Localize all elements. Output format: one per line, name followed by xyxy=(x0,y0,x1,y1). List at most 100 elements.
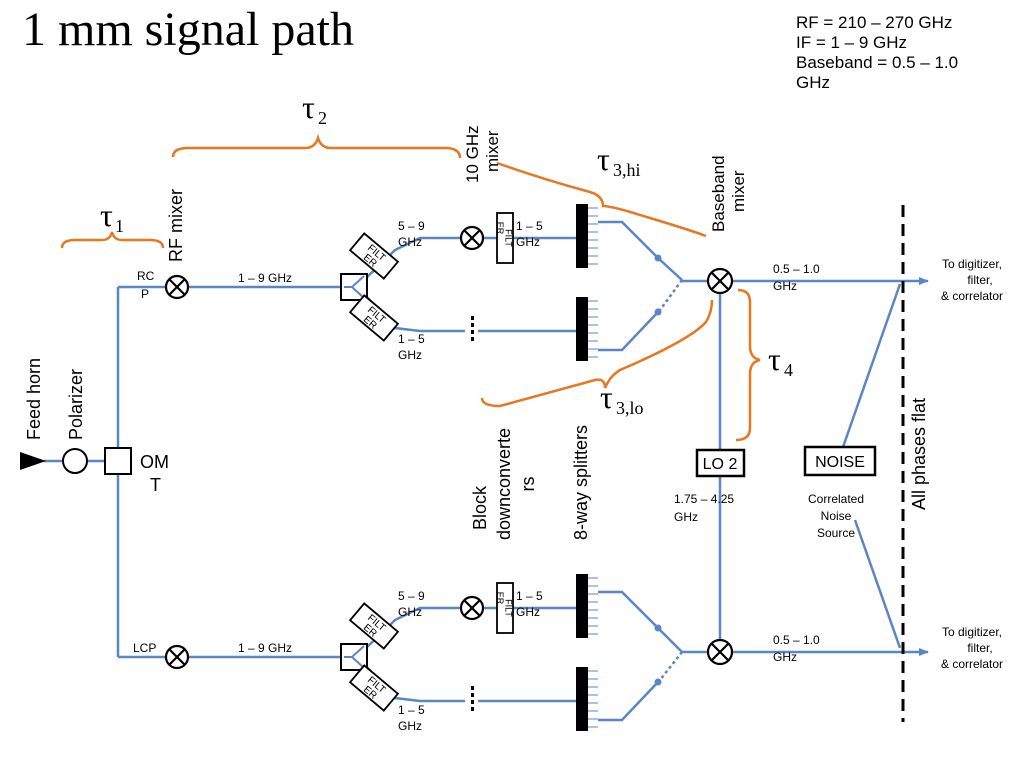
tau3lo-subscript: 3,lo xyxy=(616,398,644,418)
rcp-if-label: 1 – 9 GHz xyxy=(238,271,292,285)
polarizer-label: Polarizer xyxy=(66,369,86,440)
rf-mixer-rcp-icon xyxy=(164,274,190,300)
baseband-mixer-rcp-icon xyxy=(706,267,734,295)
feed-horn-label: Feed horn xyxy=(24,358,44,440)
lcp-if-label: 1 – 9 GHz xyxy=(238,641,292,655)
ellipsis-dots xyxy=(471,316,474,711)
lcp-switch-node-lower xyxy=(654,678,662,686)
rf-mixer-label: RF mixer xyxy=(166,189,186,262)
lcp-dest-label-3: & correlator xyxy=(941,657,1003,671)
filter-lcp-lo: FILT ER xyxy=(348,664,400,712)
ten-ghz-mixer-label: 10 GHz xyxy=(463,125,482,183)
lcp-bb-label: 0.5 – 1.0 xyxy=(773,633,820,647)
rcp-post-mixer-band: 1 – 5 xyxy=(516,219,543,233)
filter-label-a: FILT xyxy=(504,229,514,247)
lcp-post-mixer-band-unit: GHz xyxy=(516,605,540,619)
filter-lcp-post-mixer: FILT ER xyxy=(495,582,514,634)
tau4-subscript: 4 xyxy=(784,360,793,380)
filter-label-a: FILT xyxy=(504,599,514,617)
filter-lcp-hi: FILT ER xyxy=(348,602,400,650)
lcp-switch-arm xyxy=(659,651,683,681)
noise-box xyxy=(803,445,877,477)
omt-label-2: T xyxy=(150,475,161,495)
ten-ghz-mixer-label-2: mixer xyxy=(483,130,502,172)
noise-desc-2: Noise xyxy=(821,509,852,523)
lo2-box xyxy=(695,448,746,478)
tau2-subscript: 2 xyxy=(318,108,327,128)
noise-label: NOISE xyxy=(815,454,865,471)
rcp-dest-label: To digitizer, xyxy=(942,257,1002,271)
tau2-label: τ xyxy=(302,89,315,125)
lcp-lo-band-label: 1 – 5 xyxy=(398,703,425,717)
rcp-switch-arm xyxy=(658,279,684,311)
filter-rcp-hi: FILT ER xyxy=(348,232,400,280)
noise-to-lcp xyxy=(853,519,902,649)
rcp-switch-lower xyxy=(598,311,659,352)
noise-to-rcp xyxy=(840,283,902,451)
lcp-switch-node-upper xyxy=(654,624,662,632)
filter-rcp-lo: FILT ER xyxy=(348,294,400,342)
rcp-lo-band-unit: GHz xyxy=(398,348,422,362)
lcp-lo-band-unit: GHz xyxy=(398,719,422,733)
block-label-3: rs xyxy=(518,477,538,492)
ten-ghz-mixer-lcp-icon xyxy=(459,595,485,621)
lcp-post-mixer-band: 1 – 5 xyxy=(516,589,543,603)
tau4-label: τ xyxy=(768,341,781,377)
diplexer-lcp xyxy=(340,643,368,671)
tau3hi-subscript: 3,hi xyxy=(613,160,641,180)
switch-pivots xyxy=(654,254,662,686)
rf-mixer-lcp-icon xyxy=(164,644,190,670)
block-label-2: downconverte xyxy=(494,428,514,540)
lcp-hi-band-label: 5 – 9 xyxy=(398,589,425,603)
lo2-label: LO 2 xyxy=(703,456,738,473)
lcp-dest-label-2: filter, xyxy=(967,641,992,655)
splitter-rcp-hi xyxy=(576,204,598,268)
filter-rcp-post-mixer: FILT ER xyxy=(495,212,514,264)
tau3lo-label: τ xyxy=(600,379,613,415)
rcp-hi-band-unit: GHz xyxy=(398,235,422,249)
tau2-bracket xyxy=(171,133,462,159)
tau4-bracket xyxy=(735,288,761,442)
all-phases-flat-label: All phases flat xyxy=(909,398,929,510)
tau1-label: τ xyxy=(100,197,113,233)
baseband-range-unit: GHz xyxy=(796,73,830,92)
baseband-range: Baseband = 0.5 – 1.0 xyxy=(796,53,959,72)
lcp-switch-upper xyxy=(598,590,683,653)
omt-box xyxy=(104,447,132,475)
rcp-switch-node-lower xyxy=(654,308,662,316)
rcp-label-2: P xyxy=(141,287,149,301)
switch-arms xyxy=(658,279,684,681)
splitter-lcp-hi xyxy=(576,574,598,638)
omt-label: OM xyxy=(140,452,169,472)
baseband-mixer-label: Baseband xyxy=(709,155,728,232)
page-title: 1 mm signal path xyxy=(22,3,354,56)
tau3hi-bracket xyxy=(496,161,707,238)
if-range: IF = 1 – 9 GHz xyxy=(796,33,908,52)
lcp-hi-band-unit: GHz xyxy=(398,605,422,619)
diplexer-rcp xyxy=(340,273,368,301)
splitters-label: 8-way splitters xyxy=(571,425,591,540)
lo2-range-label: 1.75 – 4.25 xyxy=(674,492,734,506)
rcp-switch-upper xyxy=(598,220,683,281)
lcp-dest-label: To digitizer, xyxy=(942,625,1002,639)
lcp-label: LCP xyxy=(133,641,156,655)
ten-ghz-mixer-rcp-icon xyxy=(459,225,485,251)
rcp-dest-label-3: & correlator xyxy=(941,289,1003,303)
lcp-switch-lower xyxy=(598,681,659,722)
tau1-bracket xyxy=(60,231,165,249)
rcp-switch-node-upper xyxy=(654,254,662,262)
lo2-range-unit: GHz xyxy=(674,510,698,524)
baseband-mixer-label-2: mixer xyxy=(729,170,748,212)
rcp-bb-label: 0.5 – 1.0 xyxy=(773,262,820,276)
rcp-hi-band-label: 5 – 9 xyxy=(398,219,425,233)
rcp-label: RC xyxy=(137,269,155,283)
rf-range: RF = 210 – 270 GHz xyxy=(796,13,953,32)
feed-horn-icon xyxy=(20,452,46,470)
filter-label-b: ER xyxy=(495,222,505,235)
rcp-post-mixer-band-unit: GHz xyxy=(516,235,540,249)
delay-brackets xyxy=(60,133,761,442)
tau3hi-label: τ xyxy=(597,141,610,177)
splitter-rcp-lo xyxy=(576,297,598,361)
noise-desc: Correlated xyxy=(808,492,864,506)
